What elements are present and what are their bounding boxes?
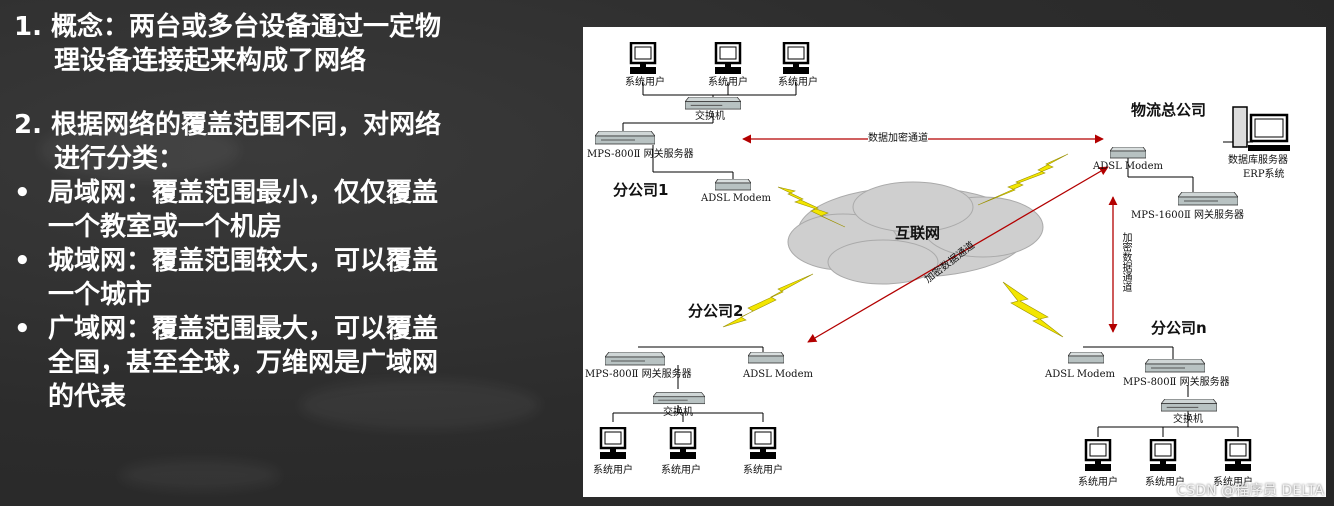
- man-text-2: 一个城市: [48, 280, 153, 310]
- modem-label: ADSL Modem: [1045, 369, 1115, 380]
- user-label: 系统用户: [708, 77, 748, 88]
- topology-drawing: [595, 42, 1290, 473]
- wan-item: • 广域网：覆盖范围最大，可以覆盖: [14, 312, 574, 346]
- gateway-label: MPS-800Ⅱ 网关服务器: [587, 149, 694, 160]
- user-label: 系统用户: [661, 465, 701, 476]
- modem-label: ADSL Modem: [743, 369, 813, 380]
- classification-line-2: 进行分类：: [54, 144, 185, 174]
- modem-label: ADSL Modem: [1093, 161, 1163, 172]
- server-icon: [1232, 106, 1290, 151]
- csdn-watermark: CSDN @程序员 DELTA: [1176, 483, 1324, 499]
- slide-text: 1. 概念：两台或多台设备通过一定物 理设备连接起来构成了网络 2. 根据网络的…: [14, 10, 574, 414]
- bullet: •: [14, 314, 31, 344]
- modem-label: ADSL Modem: [701, 193, 771, 204]
- switch-label: 交换机: [663, 407, 693, 418]
- gateway-label: MPS-800Ⅱ 网关服务器: [585, 369, 692, 380]
- user-label: 系统用户: [1078, 477, 1118, 488]
- wan-text-2: 全国，甚至全球，万维网是广域网: [48, 348, 439, 378]
- bullet: •: [14, 178, 31, 208]
- lan-text-2: 一个教室或一个机房: [48, 212, 283, 242]
- gateway-label: MPS-1600Ⅱ 网关服务器: [1131, 210, 1244, 221]
- db-server-label: 数据库服务器: [1228, 155, 1288, 166]
- bullet: •: [14, 246, 31, 276]
- lan-text-1: 局域网：覆盖范围最小，仅仅覆盖: [48, 178, 439, 208]
- branch-n-label: 分公司n: [1151, 319, 1207, 337]
- user-label: 系统用户: [625, 77, 665, 88]
- switch-label: 交换机: [695, 111, 725, 122]
- lan-item: • 局域网：覆盖范围最小，仅仅覆盖: [14, 176, 574, 210]
- internet-label: 互联网: [895, 224, 941, 242]
- hq-label: 物流总公司: [1131, 101, 1207, 119]
- wan-text-3: 的代表: [48, 382, 127, 412]
- branch-2-label: 分公司2: [688, 302, 744, 320]
- concept-line-2: 理设备连接起来构成了网络: [54, 46, 367, 76]
- user-label: 系统用户: [743, 465, 783, 476]
- switch-label: 交换机: [1173, 414, 1203, 425]
- wan-text-1: 广域网：覆盖范围最大，可以覆盖: [48, 314, 439, 344]
- network-topology-diagram: 系统用户 系统用户 系统用户 交换机 MPS-800Ⅱ 网关服务器 分公司1 A…: [583, 27, 1326, 497]
- gateway-label: MPS-800Ⅱ 网关服务器: [1123, 377, 1230, 388]
- classification-line-1: 2. 根据网络的覆盖范围不同，对网络: [14, 110, 442, 140]
- user-label: 系统用户: [1145, 477, 1185, 488]
- man-item: • 城域网：覆盖范围较大，可以覆盖: [14, 244, 574, 278]
- user-label: 系统用户: [1213, 477, 1253, 488]
- concept-line-1: 1. 概念：两台或多台设备通过一定物: [14, 12, 442, 42]
- user-label: 系统用户: [778, 77, 818, 88]
- user-label: 系统用户: [593, 465, 633, 476]
- man-text-1: 城域网：覆盖范围较大，可以覆盖: [48, 246, 439, 276]
- branch-1-label: 分公司1: [613, 181, 669, 199]
- encrypted-channel-label: 数据加密通道: [868, 133, 928, 145]
- encrypted-channel-vertical-label: 加密数据通道: [1120, 232, 1131, 292]
- erp-label: ERP系统: [1243, 169, 1285, 180]
